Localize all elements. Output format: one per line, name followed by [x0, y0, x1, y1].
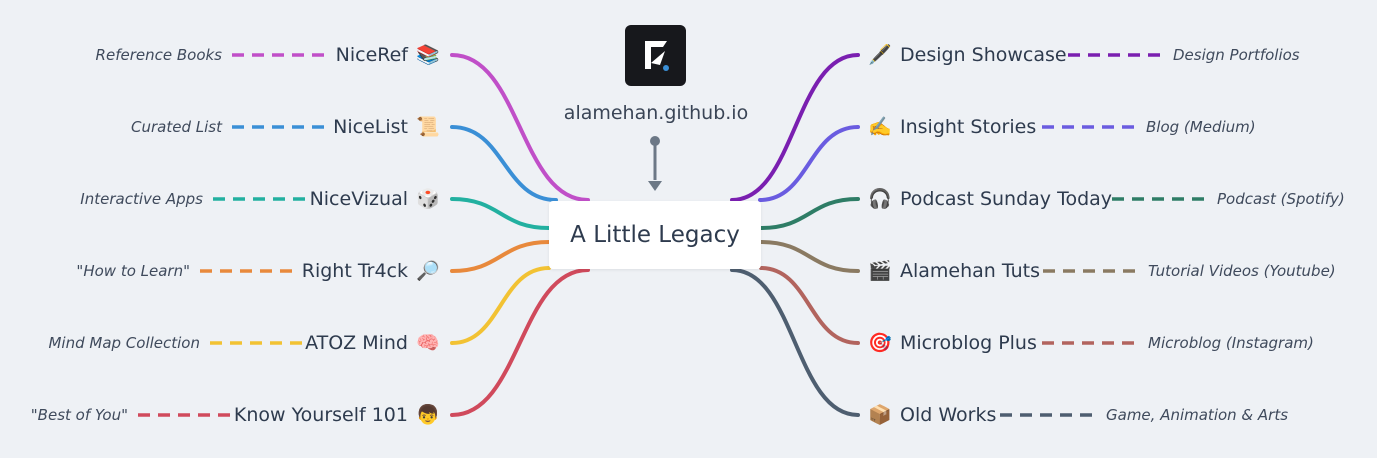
- branch-emoji-icon: 🎧: [868, 188, 892, 210]
- branch-emoji-icon: 📜: [416, 116, 440, 138]
- branch-curve-left: [450, 268, 590, 417]
- branch-node[interactable]: 🖋️ Design Showcase: [868, 42, 1067, 68]
- root-node[interactable]: A Little Legacy: [549, 201, 761, 269]
- branch-curve-left: [450, 53, 590, 202]
- branch-emoji-icon: 👦: [416, 404, 440, 426]
- branch-curve-left: [450, 197, 551, 230]
- branch-node[interactable]: 🎧 Podcast Sunday Today: [868, 186, 1112, 212]
- branch-emoji-icon: 🎬: [868, 260, 892, 282]
- branch-note: Mind Map Collection: [48, 334, 200, 352]
- branch-node[interactable]: Know Yourself 101 👦: [234, 402, 440, 428]
- site-connector-dot: [650, 136, 660, 146]
- branch-node[interactable]: NiceList 📜: [333, 114, 440, 140]
- site-url-label[interactable]: alamehan.github.io: [563, 102, 749, 124]
- branch-node[interactable]: 🎯 Microblog Plus: [868, 330, 1037, 356]
- branch-node[interactable]: NiceRef 📚: [336, 42, 440, 68]
- branch-curve-right: [759, 266, 860, 345]
- branch-emoji-icon: 📚: [416, 44, 440, 66]
- branch-curve-right: [758, 125, 860, 202]
- branch-note: Microblog (Instagram): [1148, 334, 1314, 352]
- branch-note: Game, Animation & Arts: [1106, 406, 1289, 424]
- site-connector-arrow: [648, 181, 662, 191]
- branch-node[interactable]: Right Tr4ck 🔎: [302, 258, 440, 284]
- branch-label: Alamehan Tuts: [900, 260, 1040, 282]
- branch-label: Know Yourself 101: [233, 404, 408, 426]
- branch-emoji-icon: 🎲: [416, 188, 440, 210]
- branch-note: Curated List: [131, 118, 222, 136]
- branch-curve-left: [450, 240, 551, 273]
- branch-curve-left: [450, 125, 558, 202]
- branch-curve-left: [450, 266, 551, 345]
- branch-label: Design Showcase: [900, 44, 1067, 66]
- root-node-label: A Little Legacy: [570, 222, 740, 248]
- branch-note: Blog (Medium): [1146, 118, 1256, 136]
- branch-curve-right: [759, 197, 860, 230]
- branch-label: Insight Stories: [900, 116, 1037, 138]
- branch-note: Interactive Apps: [80, 190, 203, 208]
- feather-pen-logo-icon: [645, 41, 669, 71]
- branch-node[interactable]: 📦 Old Works: [868, 402, 996, 428]
- branch-note: Tutorial Videos (Youtube): [1148, 262, 1336, 280]
- branch-curve-right: [730, 268, 860, 417]
- branch-label: Old Works: [900, 404, 997, 426]
- branch-label: Podcast Sunday Today: [900, 188, 1113, 210]
- branch-emoji-icon: ✍️: [868, 116, 892, 138]
- branch-node[interactable]: NiceVizual 🎲: [310, 186, 440, 212]
- branch-emoji-icon: 🧠: [416, 332, 440, 354]
- branch-label: NiceRef: [335, 44, 408, 66]
- branch-node[interactable]: ✍️ Insight Stories: [868, 114, 1036, 140]
- branch-node[interactable]: 🎬 Alamehan Tuts: [868, 258, 1040, 284]
- branch-label: Microblog Plus: [900, 332, 1037, 354]
- branch-emoji-icon: 🎯: [868, 332, 892, 354]
- branch-note: "How to Learn": [76, 262, 190, 280]
- branch-emoji-icon: 🖋️: [868, 44, 892, 66]
- branch-note: "Best of You": [30, 406, 128, 424]
- branch-note: Reference Books: [95, 46, 222, 64]
- branch-emoji-icon: 📦: [868, 404, 892, 426]
- branch-emoji-icon: 🔎: [416, 260, 440, 282]
- branch-note: Podcast (Spotify): [1217, 190, 1345, 208]
- branch-label: ATOZ Mind: [305, 332, 408, 354]
- branch-curve-right: [759, 240, 860, 273]
- site-logo[interactable]: [625, 25, 686, 86]
- branch-label: Right Tr4ck: [301, 260, 408, 282]
- branch-node[interactable]: ATOZ Mind 🧠: [305, 330, 440, 356]
- branch-label: NiceList: [333, 116, 408, 138]
- branch-curve-right: [730, 53, 860, 202]
- branch-note: Design Portfolios: [1173, 46, 1300, 64]
- branch-label: NiceVizual: [309, 188, 408, 210]
